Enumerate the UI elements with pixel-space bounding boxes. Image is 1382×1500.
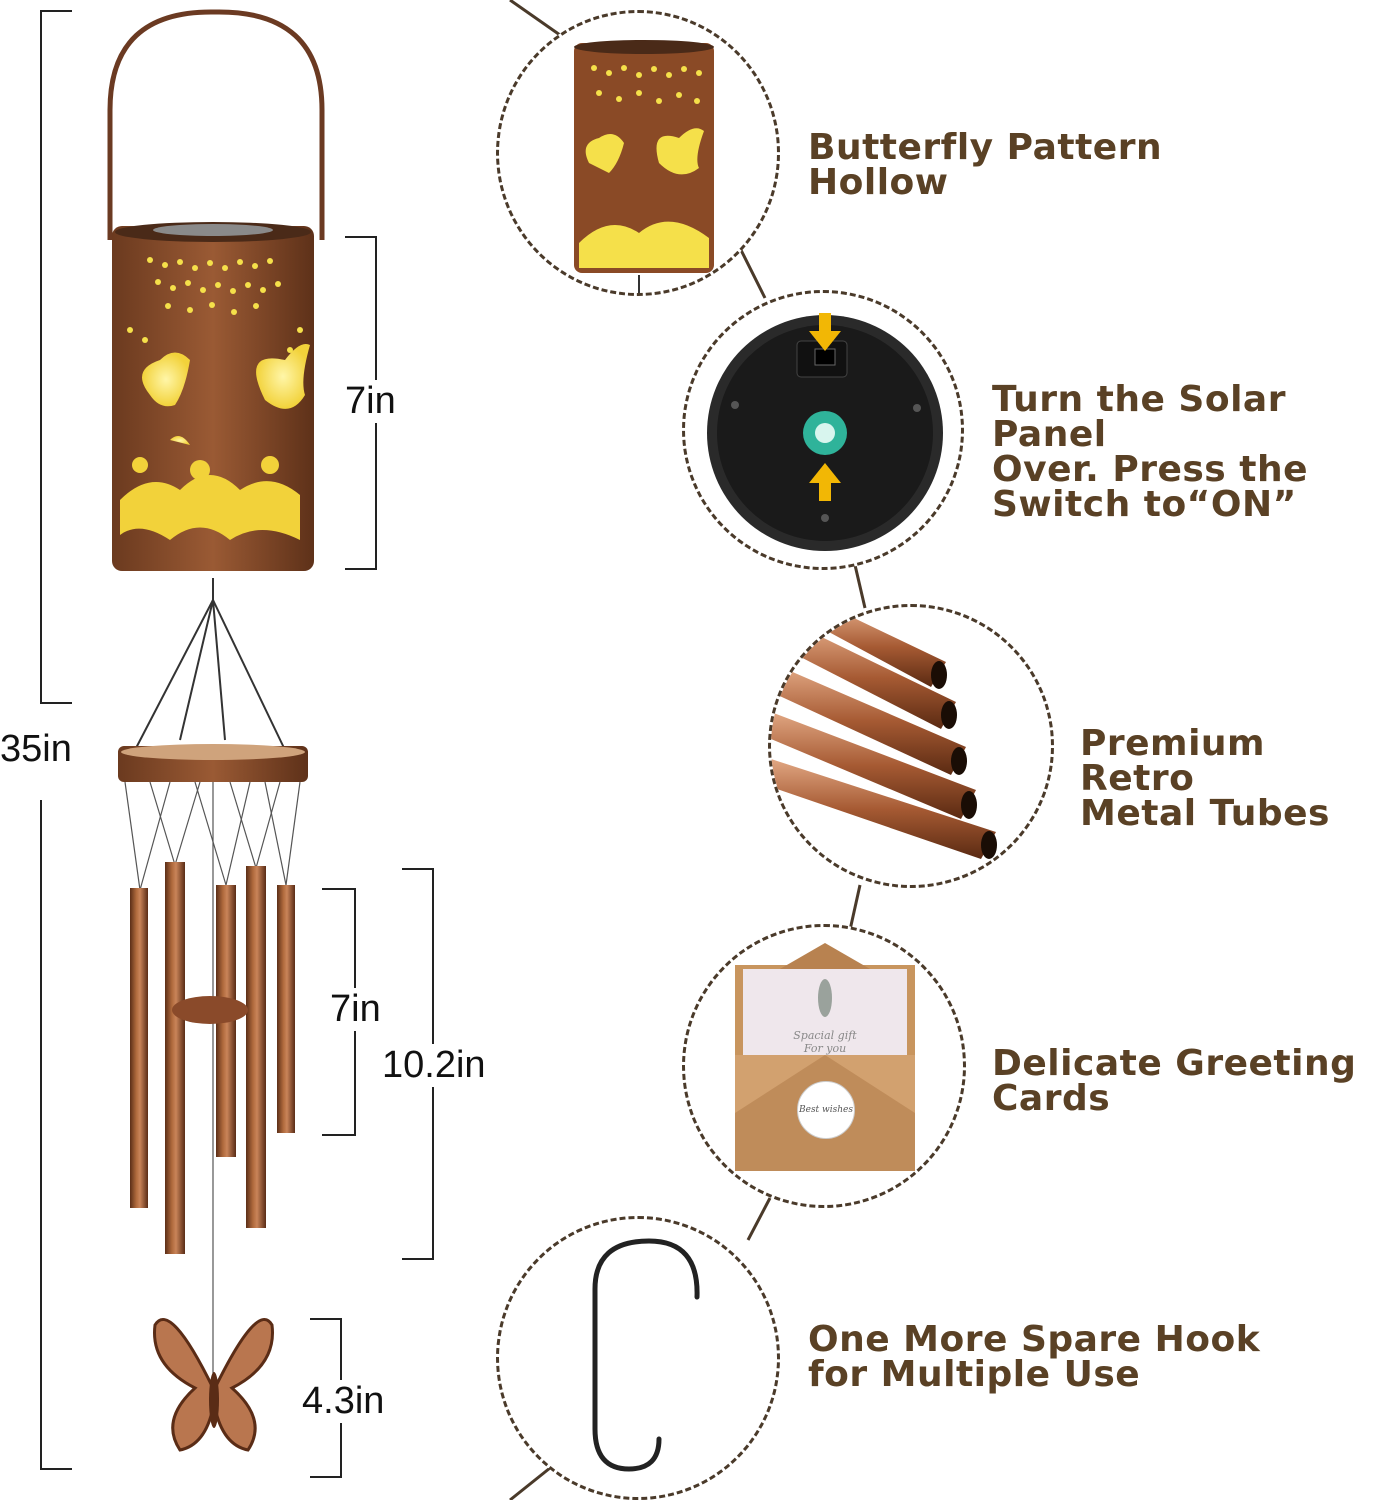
lantern-handle	[107, 9, 325, 240]
feature-circle-card: Spacial gift For you Best wishes	[682, 924, 966, 1208]
lantern-dots	[127, 257, 303, 353]
total-height-bracket	[40, 10, 72, 704]
feature-text-tubes: Premium Retro Metal Tubes	[1080, 723, 1330, 834]
feature-circle-tubes	[768, 604, 1054, 888]
lantern-floral	[120, 456, 300, 540]
chime-strings	[124, 781, 301, 1380]
feature-circle-lantern	[496, 10, 780, 296]
card-line-2: For you	[803, 1042, 847, 1055]
feature-circle-solar	[682, 290, 964, 570]
leaf-icon	[818, 979, 832, 1017]
s-hook-icon	[592, 1238, 700, 1472]
product-illustration: 35in	[0, 0, 486, 1500]
hanging-chains	[134, 578, 286, 751]
total-height-label: 35in	[0, 728, 72, 770]
arrow-down-icon	[809, 313, 841, 351]
card-sticker: Best wishes	[797, 1081, 855, 1139]
envelope-flap-top	[773, 943, 877, 973]
card-line-1: Spacial gift	[793, 1029, 857, 1042]
feature-text-solar: Turn the Solar Panel Over. Press the Swi…	[992, 379, 1309, 525]
tubes-long-label: 10.2in	[382, 1044, 486, 1087]
butterfly-height-label: 4.3in	[302, 1380, 385, 1423]
butterfly-pendant	[153, 1318, 274, 1452]
feature-circle-hook	[496, 1216, 780, 1500]
lantern-butterflies	[142, 344, 310, 445]
feature-text-butterfly: Butterfly Pattern Hollow	[808, 127, 1163, 203]
wind-chime-drawing	[107, 9, 325, 1452]
total-height-bracket-lower	[40, 800, 72, 1470]
solar-panel-underside-icon	[707, 313, 943, 551]
arrow-up-icon	[809, 463, 841, 501]
feature-text-hook: One More Spare Hook for Multiple Use	[808, 1319, 1261, 1395]
feature-text-card: Delicate Greeting Cards	[992, 1043, 1357, 1119]
lantern-height-label: 7in	[345, 380, 396, 423]
connector-lines	[509, 0, 867, 1500]
metal-tubes-icon	[771, 607, 997, 859]
tubes-short-label: 7in	[330, 988, 381, 1031]
lantern-closeup-icon	[574, 40, 714, 293]
chime-striker	[172, 996, 248, 1024]
